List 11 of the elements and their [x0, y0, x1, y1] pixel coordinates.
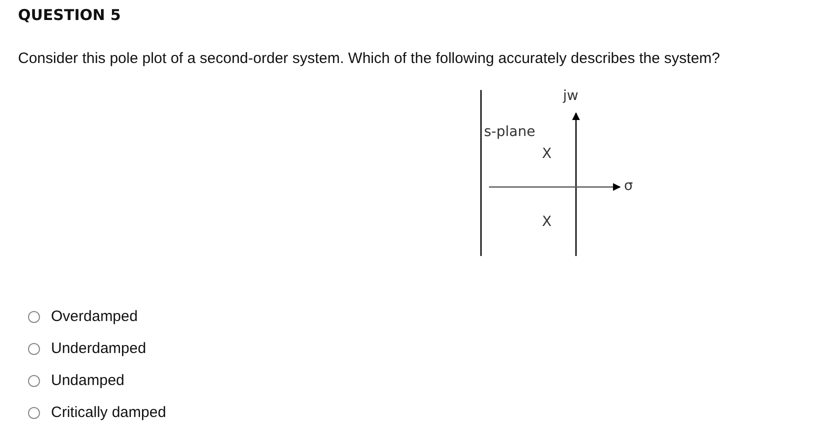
- axis-label: σ: [624, 178, 633, 194]
- pole-marker: X: [542, 214, 552, 230]
- question-text: Consider this pole plot of a second-order system. Which of the following accurately describes the system?: [18, 50, 720, 67]
- question-heading: QUESTION 5: [18, 6, 121, 24]
- option-text: Underdamped: [51, 340, 146, 357]
- plane-label: s-plane: [484, 124, 536, 140]
- option-text: Undamped: [51, 372, 124, 389]
- option-text: Critically damped: [51, 404, 166, 421]
- axis-label: jw: [563, 88, 578, 104]
- option-text: Overdamped: [51, 308, 138, 325]
- pole-marker: X: [542, 146, 552, 162]
